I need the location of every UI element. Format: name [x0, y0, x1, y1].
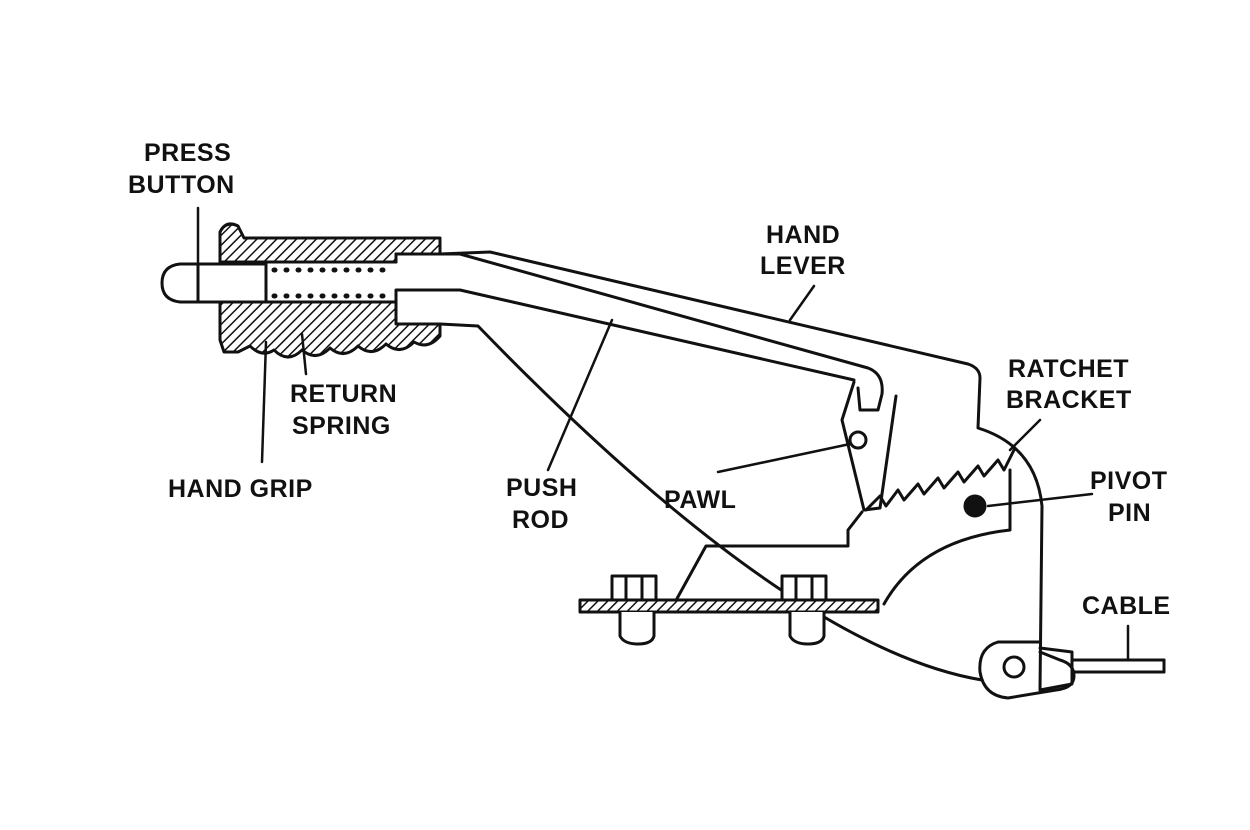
- label-pawl: PAWL: [664, 486, 736, 514]
- label-pivot-pin: PIVOT PIN: [1090, 467, 1168, 527]
- label-cable: CABLE: [1082, 592, 1171, 620]
- svg-text:PIVOT: PIVOT: [1090, 467, 1168, 495]
- leader-pivot-pin: [986, 492, 1094, 508]
- pawl-pivot: [848, 430, 868, 450]
- label-return-spring: RETURN SPRING: [290, 380, 397, 440]
- base-plate: [578, 598, 880, 614]
- svg-text:LEVER: LEVER: [760, 252, 846, 280]
- bolt-right: [780, 574, 828, 646]
- svg-text:PUSH: PUSH: [506, 474, 577, 502]
- label-push-rod: PUSH ROD: [506, 474, 577, 534]
- cable-clevis: [978, 640, 1166, 700]
- leader-hand-grip: [260, 340, 268, 464]
- svg-text:RATCHET: RATCHET: [1008, 355, 1129, 383]
- press-button: [160, 262, 268, 304]
- leader-return-spring: [300, 332, 308, 376]
- pivot-pin: [963, 494, 987, 518]
- leader-lines: [196, 206, 1130, 662]
- label-hand-lever: HAND LEVER: [760, 221, 846, 280]
- leader-pawl: [716, 442, 852, 474]
- leader-hand-lever: [788, 284, 816, 322]
- svg-text:PRESS: PRESS: [144, 139, 231, 167]
- label-press-button: PRESS BUTTON: [128, 139, 235, 199]
- label-hand-grip: HAND GRIP: [168, 475, 313, 503]
- bolt-left: [610, 574, 658, 646]
- svg-text:RETURN: RETURN: [290, 380, 397, 408]
- svg-text:HAND: HAND: [766, 221, 840, 249]
- svg-text:BUTTON: BUTTON: [128, 171, 235, 199]
- svg-text:BRACKET: BRACKET: [1006, 386, 1132, 414]
- hand-lever: [438, 250, 1044, 692]
- leader-push-rod: [546, 318, 614, 472]
- label-ratchet-bracket: RATCHET BRACKET: [1006, 355, 1132, 414]
- leader-ratchet-bracket: [1008, 418, 1042, 452]
- hand-grip-housing: [218, 222, 442, 359]
- svg-text:ROD: ROD: [512, 506, 569, 534]
- return-spring: [271, 267, 387, 299]
- push-rod: [394, 252, 884, 412]
- svg-text:PIN: PIN: [1108, 499, 1151, 527]
- pawl: [840, 380, 898, 512]
- ratchet-bracket: [672, 448, 1016, 606]
- svg-text:SPRING: SPRING: [292, 412, 391, 440]
